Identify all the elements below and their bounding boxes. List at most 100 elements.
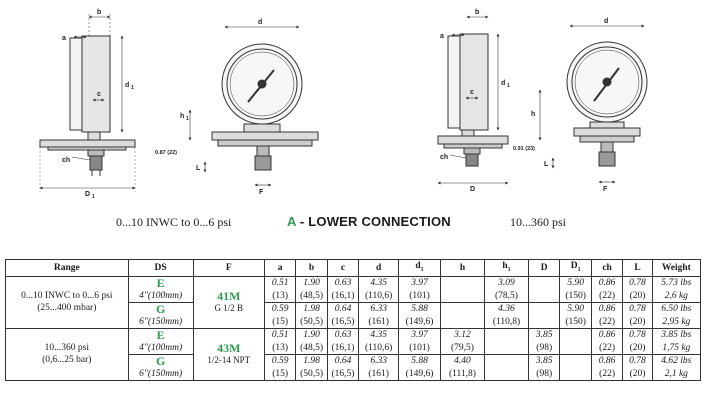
header-ch: ch [590,259,624,277]
value-cell [439,275,485,290]
value-cell: 0.86 [590,275,624,290]
value-cell: 0.51 [263,275,297,290]
connection-code: 41M [217,289,241,304]
table-row: 6"(150mm)(15)(50,5)(16,5)(161)(149,6)(11… [6,367,702,381]
value-cell [483,327,530,342]
value-cell: (110,6) [358,289,400,303]
value-cell: (13) [263,341,297,355]
range-cell: 10...360 psi(0,6...25 bar) [5,327,129,381]
label-D1-left-sub: 1 [92,194,95,200]
value-cell [483,353,530,368]
label-ch-right: ch [440,154,448,161]
value-cell: 5.88 [398,353,441,368]
header-h1: h1 [483,259,530,277]
right-range-caption: 10...360 psi [510,215,567,229]
value-cell: (101) [398,289,441,303]
value-cell: 5.90 [559,275,592,290]
value-cell: (161) [358,315,400,329]
label-D-right: D [470,186,475,193]
side-view-left [39,14,136,192]
range-text: 10...360 psi [44,343,89,354]
ds-size-cell: 6"(150mm) [127,367,194,381]
value-cell [439,315,485,329]
value-cell [559,341,592,355]
value-cell: (13) [263,289,297,303]
value-cell: (78,5) [483,289,530,303]
table-row: 4"(100mm)(13)(48,5)(16,1)(110,6)(101)(79… [6,341,702,355]
value-cell: (150) [559,289,592,303]
connection-thread: 1/2-14 NPT [207,355,251,366]
value-cell: 0.64 [326,353,360,368]
ds-letter-cell: G [127,301,194,316]
value-cell: 6.33 [358,301,400,316]
label-F-left: F [259,189,264,196]
value-cell: (16,1) [326,289,360,303]
value-cell: 3.85 [527,327,561,342]
header-f: F [192,259,265,277]
label-d-left: d [258,19,262,26]
value-cell: (20) [622,367,653,381]
value-cell: 2,1 kg [651,367,702,381]
table-header-row: Range DS F a b c d d1 h h1 D D1 ch L Wei… [5,259,702,277]
value-cell [559,367,592,381]
value-cell: 4.36 [483,301,530,316]
value-cell: 4.62 lbs [651,353,702,368]
value-cell: 4.40 [439,353,485,368]
label-h1-left: h [180,113,184,120]
value-cell: 0.78 [622,353,653,368]
value-cell: 0.86 [590,353,624,368]
value-cell [559,353,592,368]
side-view-right [437,15,509,185]
label-d-right: d [604,18,608,25]
value-cell: 1.98 [295,301,328,316]
label-b-right: b [475,9,479,16]
value-cell: (16,1) [326,341,360,355]
label-a-left: a [62,35,66,42]
value-cell: (111,8) [439,367,485,381]
value-cell: (20) [622,315,653,329]
value-cell: 2,95 kg [651,315,702,329]
table-body: 0...10 INWC to 0...6 psi(25...400 mbar)E… [5,275,702,381]
value-cell [527,315,561,329]
front-view-left [188,25,319,187]
dim-right: 0.91 (23) [513,146,535,152]
value-cell: 0.59 [263,353,297,368]
value-cell: (150) [559,315,592,329]
label-D1-left: D [85,191,90,198]
value-cell: 0.64 [326,301,360,316]
value-cell: 0.59 [263,301,297,316]
label-ch-left: ch [62,157,70,164]
value-cell: 0.86 [590,327,624,342]
section-title: A - LOWER CONNECTION [287,214,451,229]
front-view-right [538,24,648,184]
value-cell: (16,5) [326,315,360,329]
value-cell: (15) [263,315,297,329]
value-cell: (15) [263,367,297,381]
ds-size-cell: 4"(100mm) [127,341,194,355]
value-cell [527,289,561,303]
value-cell: (149,6) [398,367,441,381]
value-cell: 1.90 [295,327,328,342]
value-cell: 3.09 [483,275,530,290]
header-d: d [358,259,400,277]
range-cell: 0...10 INWC to 0...6 psi(25...400 mbar) [5,275,129,329]
value-cell: (22) [590,367,624,381]
header-d1: d1 [398,259,441,277]
ds-letter-cell: E [127,327,194,342]
value-cell: 0.78 [622,301,653,316]
value-cell: 0.86 [590,301,624,316]
left-range-caption: 0...10 INWC to 0...6 psi [116,215,232,229]
ds-letter-cell: G [127,353,194,368]
value-cell: (110,8) [483,315,530,329]
value-cell: (20) [622,341,653,355]
label-c-left: c [97,91,101,98]
ds-size-cell: 6"(150mm) [127,315,194,329]
header-weight: Weight [651,259,702,277]
value-cell: (22) [590,289,624,303]
value-cell: 0.78 [622,327,653,342]
value-cell: 3.97 [398,327,441,342]
value-cell: 0.63 [326,275,360,290]
